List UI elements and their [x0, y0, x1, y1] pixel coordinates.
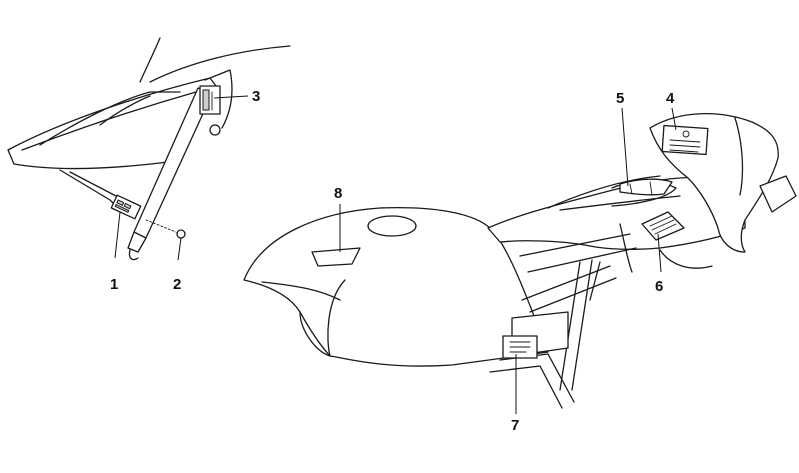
motorcycle-tank-seat-icon: [243, 112, 797, 409]
callout-8: 8: [334, 185, 342, 202]
callout-1: 1: [110, 276, 118, 293]
leader-2: [177, 237, 182, 261]
callout-3: 3: [252, 88, 260, 105]
leader-3: [213, 95, 249, 99]
leader-4: [671, 107, 677, 131]
callout-6: 6: [655, 278, 663, 295]
callout-7: 7: [511, 417, 519, 434]
windshield-fairing-icon: [7, 37, 291, 261]
callout-4: 4: [666, 90, 675, 107]
leader-5: [621, 107, 629, 187]
leader-1: [114, 211, 121, 259]
leader-6: [657, 233, 662, 273]
callout-5: 5: [616, 90, 624, 107]
callout-2: 2: [173, 276, 181, 293]
